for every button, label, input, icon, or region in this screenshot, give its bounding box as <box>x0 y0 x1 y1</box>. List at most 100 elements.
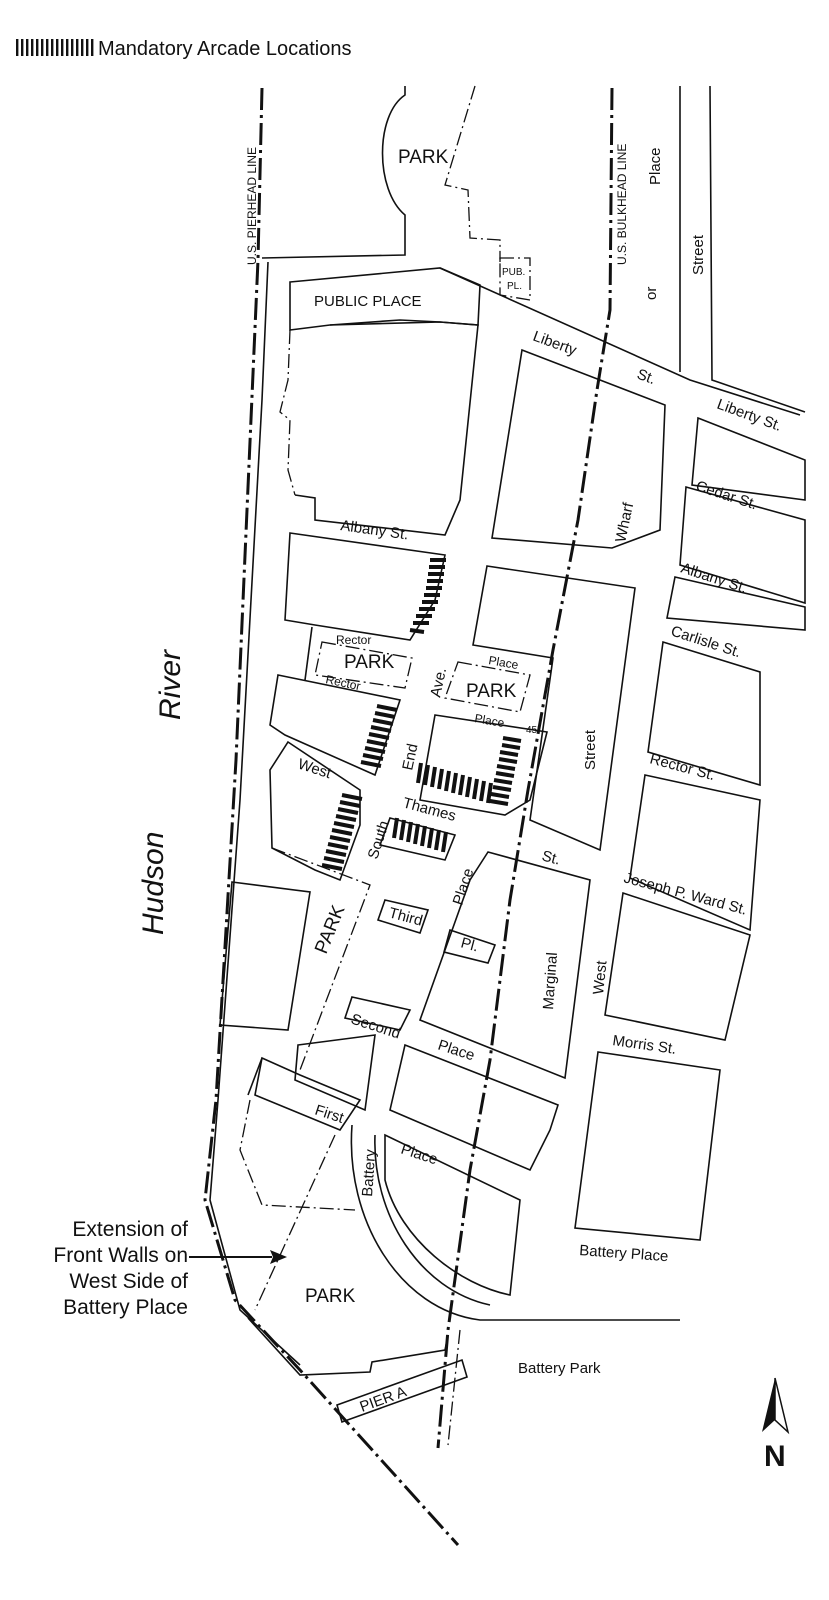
block-second <box>343 996 412 1031</box>
battery-place-curve-inner <box>374 1134 491 1306</box>
block-liberty-wharf <box>491 348 666 549</box>
block-albany-street <box>472 565 636 852</box>
park-rector-edge <box>304 626 313 681</box>
rector-st-label: Rector St. <box>648 750 717 784</box>
block-cedar-albany <box>679 485 806 605</box>
park-rector-label: PARK <box>344 652 395 673</box>
north-arrow-icon: N <box>762 1377 790 1473</box>
block-albany-rector <box>284 532 446 641</box>
albany-st-east-label: Albany St. <box>679 560 749 597</box>
block-morris-battery <box>574 1051 721 1241</box>
legend: Mandatory Arcade Locations <box>16 38 352 60</box>
ave-label: Ave. <box>427 666 450 699</box>
joseph-ward-st-label: Joseph P. Ward St. <box>622 869 749 918</box>
pierhead-line <box>203 87 460 1547</box>
front-wall-extension <box>254 1134 336 1311</box>
callout-line-3: West Side of <box>69 1270 188 1293</box>
block-carlisle-rector <box>647 640 761 787</box>
public-place-label: PUBLIC PLACE <box>314 293 422 310</box>
callout-line-1: Extension of <box>72 1218 188 1241</box>
pl-label: Pl. <box>459 934 480 955</box>
park-rector <box>314 641 413 689</box>
park-place-label: PARK <box>466 681 517 702</box>
place-label: Place <box>647 147 664 185</box>
thames-st-label: St. <box>540 847 562 868</box>
arcade-hatch-end-ave <box>489 736 522 806</box>
place-first-label: Place <box>399 1141 440 1169</box>
park-south-label: PARK <box>311 902 349 957</box>
battery-place-curve <box>350 1124 680 1321</box>
legend-label: Mandatory Arcade Locations <box>98 38 352 60</box>
hudson-label: Hudson <box>137 832 170 935</box>
pub-pl-label-1: PUB. <box>502 267 525 278</box>
arcade-legend-swatch <box>16 39 94 56</box>
arcade-hatch-thames-north <box>416 762 493 804</box>
bpc-north-block <box>294 321 479 536</box>
street-center-label: Street <box>582 729 599 770</box>
bulkhead-line <box>436 87 614 1449</box>
place-third-label: Place <box>450 866 478 907</box>
bpc-north-dashed-boundary <box>279 329 296 496</box>
west-2-label: West <box>590 959 611 995</box>
park-battery-west-dashed <box>239 1099 356 1211</box>
park-place <box>444 661 531 713</box>
rector-label-2: Rector <box>324 672 361 693</box>
park-battery-south-edge <box>247 1317 449 1376</box>
shoreline-edge <box>209 261 301 1366</box>
west-label: West <box>296 756 334 783</box>
park-north-boundary <box>261 86 406 259</box>
place-label-mid: Place <box>473 711 505 730</box>
pier-a <box>336 1358 468 1424</box>
block-rector-ward <box>629 774 761 932</box>
north-label: N <box>764 1440 786 1473</box>
liberty-st-north-edge <box>439 267 801 416</box>
block-pl <box>443 928 497 964</box>
morris-st-label: Morris St. <box>611 1032 677 1058</box>
street-label: Street <box>690 234 707 275</box>
river-label: River <box>154 649 187 720</box>
block-ward-morris <box>604 891 751 1041</box>
block-first-third <box>294 1034 376 1112</box>
block-battery-place <box>384 1133 521 1296</box>
place-label-top: Place <box>487 653 519 672</box>
cedar-st-label: Cedar St. <box>694 478 760 514</box>
pierhead-line-label: U.S. PIERHEAD LINE <box>245 147 259 265</box>
park-south-dashed <box>271 847 371 1071</box>
callout-line-2: Front Walls on <box>53 1244 188 1267</box>
place-or-street-east-edge <box>709 85 806 413</box>
park-north-label: PARK <box>398 147 449 168</box>
pub-pl-label-2: PL. <box>507 281 522 292</box>
wharf-label: Wharf <box>612 500 637 543</box>
block-second-first <box>389 1043 559 1172</box>
callout-arrow-icon <box>270 1250 287 1264</box>
liberty-st-suffix-label: St. <box>635 366 658 388</box>
end-label: End <box>399 742 421 772</box>
battery-park-boundary <box>447 1329 461 1446</box>
block-third-west <box>219 881 311 1031</box>
arcade-hatch-thames-south <box>392 817 448 853</box>
block-albany-carlisle <box>666 576 806 631</box>
thames-label: Thames <box>401 794 458 824</box>
pub-pl-box <box>499 257 531 301</box>
block-rector-west <box>269 674 402 777</box>
rector-label-1: Rector <box>336 633 371 647</box>
angle-label: 45° <box>526 725 541 736</box>
albany-st-label: Albany St. <box>339 517 409 543</box>
battery-park-label: Battery Park <box>518 1360 601 1377</box>
park-north-dashed-boundary <box>444 85 501 262</box>
front-wall-callout: Extension of Front Walls on West Side of… <box>53 1218 287 1319</box>
park-battery-boundary <box>247 1057 263 1096</box>
block-liberty-cedar <box>691 416 806 501</box>
block-west-south <box>269 740 361 882</box>
first-label: First <box>313 1102 347 1127</box>
block-marginal <box>418 851 591 1080</box>
arcade-hatch-south-end <box>321 793 363 871</box>
or-label: or <box>643 287 660 300</box>
battery-place-label: Battery Place <box>579 1242 669 1265</box>
liberty-street-label: Liberty <box>531 328 580 360</box>
battery-label: Battery <box>359 1148 379 1197</box>
block-place-end <box>419 714 548 816</box>
callout-line-4: Battery Place <box>63 1296 188 1319</box>
arcade-hatch-rector-west <box>360 704 398 768</box>
